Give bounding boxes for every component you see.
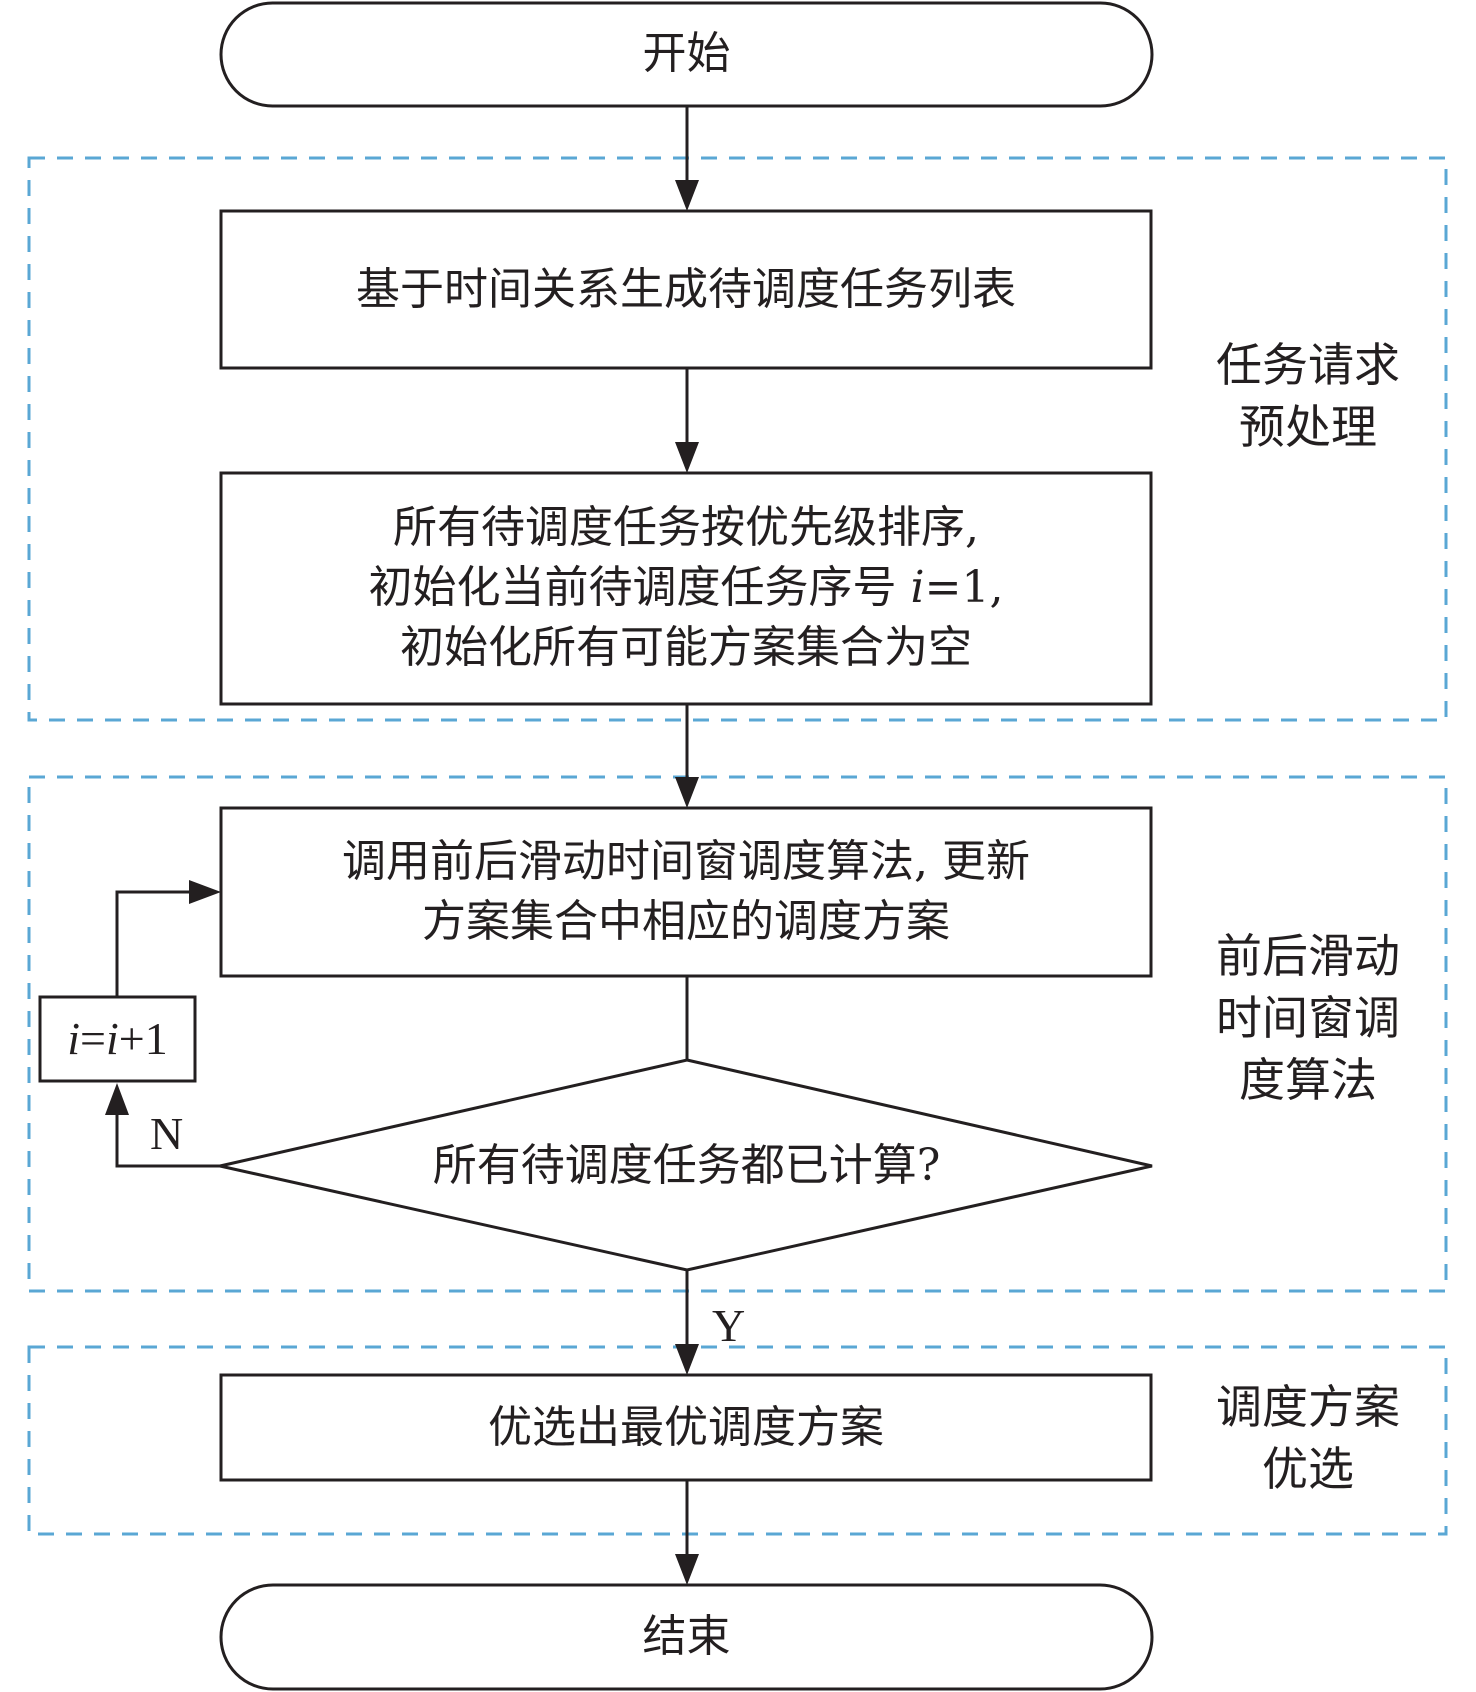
group-sliding-window-label: 前后滑动 时间窗调 度算法 (1196, 925, 1420, 1111)
increment-var1: i (67, 1013, 81, 1064)
group-optimization-label: 调度方案 优选 (1196, 1376, 1420, 1500)
step3-line2: 方案集合中相应的调度方案 (422, 896, 950, 947)
no-text: N (150, 1108, 184, 1159)
step2-line2-suffix: =1, (924, 562, 1004, 613)
increment-box (38, 995, 197, 1083)
group-sliding-window-line3: 度算法 (1239, 1053, 1377, 1107)
arrowhead-end (675, 1554, 699, 1585)
increment-eq: = (80, 1013, 106, 1064)
decision-label: 所有待调度任务都已计算? (221, 1136, 1152, 1196)
decision-text: 所有待调度任务都已计算? (432, 1140, 941, 1191)
group-preprocessing-line2: 预处理 (1239, 400, 1377, 454)
start-terminator (219, 1, 1154, 108)
step3-line1: 调用前后滑动时间窗调度算法, 更新 (342, 836, 1030, 887)
start-text: 开始 (642, 28, 731, 79)
edge-label-no: N (150, 1109, 183, 1159)
edge-increment-to-step3 (115, 890, 200, 997)
group-optimization-line1: 调度方案 (1216, 1380, 1400, 1434)
step4-box (219, 1373, 1153, 1482)
arrowhead-loop-back (189, 880, 221, 904)
step3-label: 调用前后滑动时间窗调度算法, 更新 方案集合中相应的调度方案 (221, 832, 1151, 952)
end-text: 结束 (642, 1611, 731, 1662)
group-optimization-border (27, 1345, 1448, 1536)
end-label: 结束 (221, 1607, 1152, 1667)
step4-label: 优选出最优调度方案 (221, 1398, 1151, 1458)
start-label: 开始 (221, 24, 1152, 84)
yes-text: Y (712, 1300, 746, 1351)
group-sliding-window-line2: 时间窗调 (1216, 991, 1400, 1045)
step1-label: 基于时间关系生成待调度任务列表 (221, 260, 1151, 320)
group-optimization-line2: 优选 (1262, 1442, 1354, 1496)
step2-box (219, 471, 1153, 706)
arrowhead-increment (105, 1083, 129, 1115)
increment-rest: +1 (118, 1013, 168, 1064)
step2-var-i: i (910, 562, 925, 613)
step4-text: 优选出最优调度方案 (488, 1402, 884, 1453)
group-preprocessing-label: 任务请求 预处理 (1196, 334, 1420, 458)
step2-label: 所有待调度任务按优先级排序, 初始化当前待调度任务序号 i=1, 初始化所有可能… (221, 498, 1151, 678)
step3-box (219, 806, 1153, 978)
step2-line2: 初始化当前待调度任务序号 i=1, (221, 558, 1151, 618)
edge-label-yes: Y (712, 1301, 745, 1351)
group-sliding-window-line1: 前后滑动 (1216, 929, 1400, 983)
arrowhead-step2 (675, 442, 699, 473)
arrowhead-step1 (675, 180, 699, 211)
group-preprocessing-line1: 任务请求 (1216, 338, 1400, 392)
arrowhead-step3 (675, 777, 699, 808)
edge-decision-no (115, 1102, 220, 1168)
increment-var2: i (106, 1013, 119, 1064)
step2-line1: 所有待调度任务按优先级排序, (393, 502, 979, 553)
group-preprocessing-border (27, 156, 1448, 722)
step1-text: 基于时间关系生成待调度任务列表 (356, 264, 1016, 315)
step2-line2-prefix: 初始化当前待调度任务序号 (368, 562, 911, 613)
step1-box (219, 209, 1153, 370)
decision-diamond (219, 1058, 1153, 1272)
end-terminator (219, 1583, 1154, 1691)
step2-line3: 初始化所有可能方案集合为空 (400, 622, 972, 673)
increment-label: i=i+1 (40, 1014, 195, 1064)
group-sliding-window-border (27, 775, 1448, 1293)
arrowhead-step4 (675, 1344, 699, 1375)
